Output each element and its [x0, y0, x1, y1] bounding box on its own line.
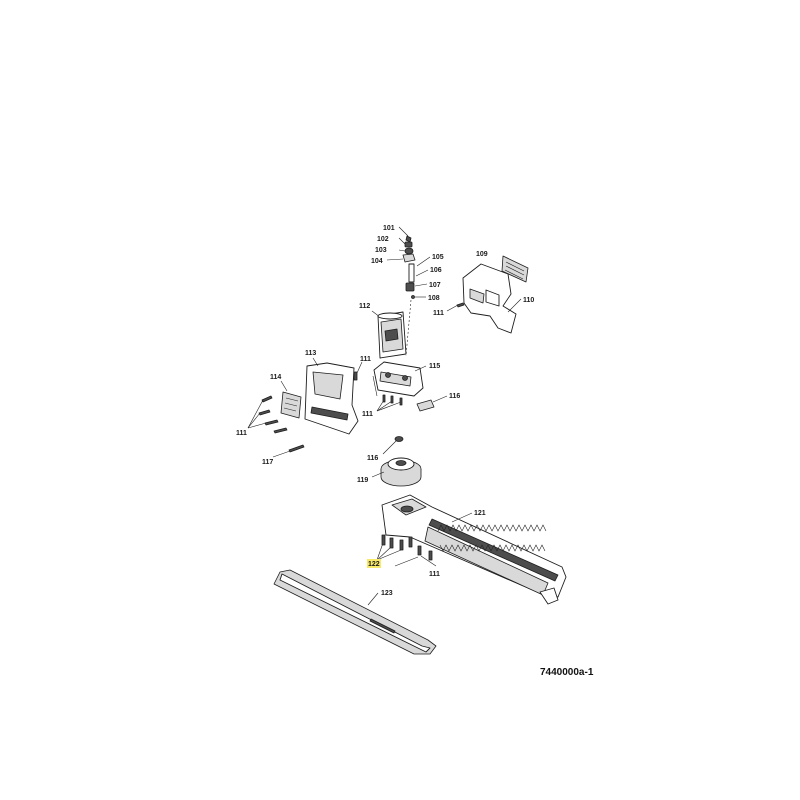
label-101: 101	[383, 225, 395, 232]
label-116-plate: 116	[449, 393, 460, 400]
label-111-handle: 111	[433, 310, 444, 317]
label-122-highlight	[367, 559, 381, 568]
part-104-cap[interactable]	[386, 253, 416, 263]
part-110-handle-housing[interactable]	[462, 263, 522, 334]
diagram-reference-code: 7440000a-1	[540, 667, 594, 678]
label-104: 104	[371, 258, 383, 265]
label-107: 107	[429, 282, 441, 289]
label-113: 113	[305, 350, 316, 357]
label-119: 119	[357, 477, 368, 484]
part-115-switch-housing[interactable]	[373, 361, 427, 397]
label-112: 112	[359, 303, 370, 310]
label-115: 115	[429, 363, 440, 370]
label-111-switch: 111	[362, 411, 373, 418]
label-102: 102	[377, 236, 389, 243]
label-111-mid: 111	[360, 356, 371, 363]
part-111-screws-left[interactable]	[247, 395, 288, 434]
label-110: 110	[523, 297, 534, 304]
part-111-screws-switch[interactable]	[372, 375, 403, 412]
part-111-screw-handle[interactable]	[446, 302, 465, 312]
part-121-blade[interactable]	[381, 494, 567, 605]
label-123: 123	[381, 590, 393, 597]
part-108-clip[interactable]	[405, 295, 426, 357]
part-112-motor[interactable]	[371, 310, 407, 359]
part-106-pin[interactable]	[415, 269, 429, 277]
part-122-screws[interactable]	[376, 534, 413, 561]
label-108: 108	[428, 295, 440, 302]
part-123-blade-cover[interactable]	[273, 569, 437, 655]
label-114: 114	[270, 374, 281, 381]
label-106: 106	[430, 267, 442, 274]
label-111-blade: 111	[429, 571, 440, 578]
part-111-screw-mid[interactable]	[353, 361, 363, 381]
part-107-bushing[interactable]	[405, 282, 428, 292]
label-105: 105	[432, 254, 444, 261]
label-109: 109	[476, 251, 488, 258]
label-122: 122	[368, 561, 380, 568]
label-111-left: 111	[236, 430, 247, 437]
part-116-washer[interactable]	[382, 436, 404, 455]
part-117-bolt[interactable]	[272, 444, 305, 458]
part-116-plate[interactable]	[416, 395, 448, 412]
blade-teeth	[437, 524, 547, 552]
label-117: 117	[262, 459, 273, 466]
part-113-motor-housing[interactable]	[304, 357, 359, 435]
label-121: 121	[474, 510, 486, 517]
part-111-screws-blade[interactable]	[394, 545, 437, 567]
part-109-grille[interactable]	[501, 255, 529, 283]
part-105-rod[interactable]	[408, 256, 431, 283]
part-114-air-filter[interactable]	[280, 380, 302, 419]
part-102-spring[interactable]	[398, 237, 413, 248]
label-103: 103	[375, 247, 387, 254]
part-103-washer[interactable]	[398, 247, 414, 255]
part-119-gear[interactable]	[371, 457, 422, 487]
label-116-washer: 116	[367, 455, 378, 462]
